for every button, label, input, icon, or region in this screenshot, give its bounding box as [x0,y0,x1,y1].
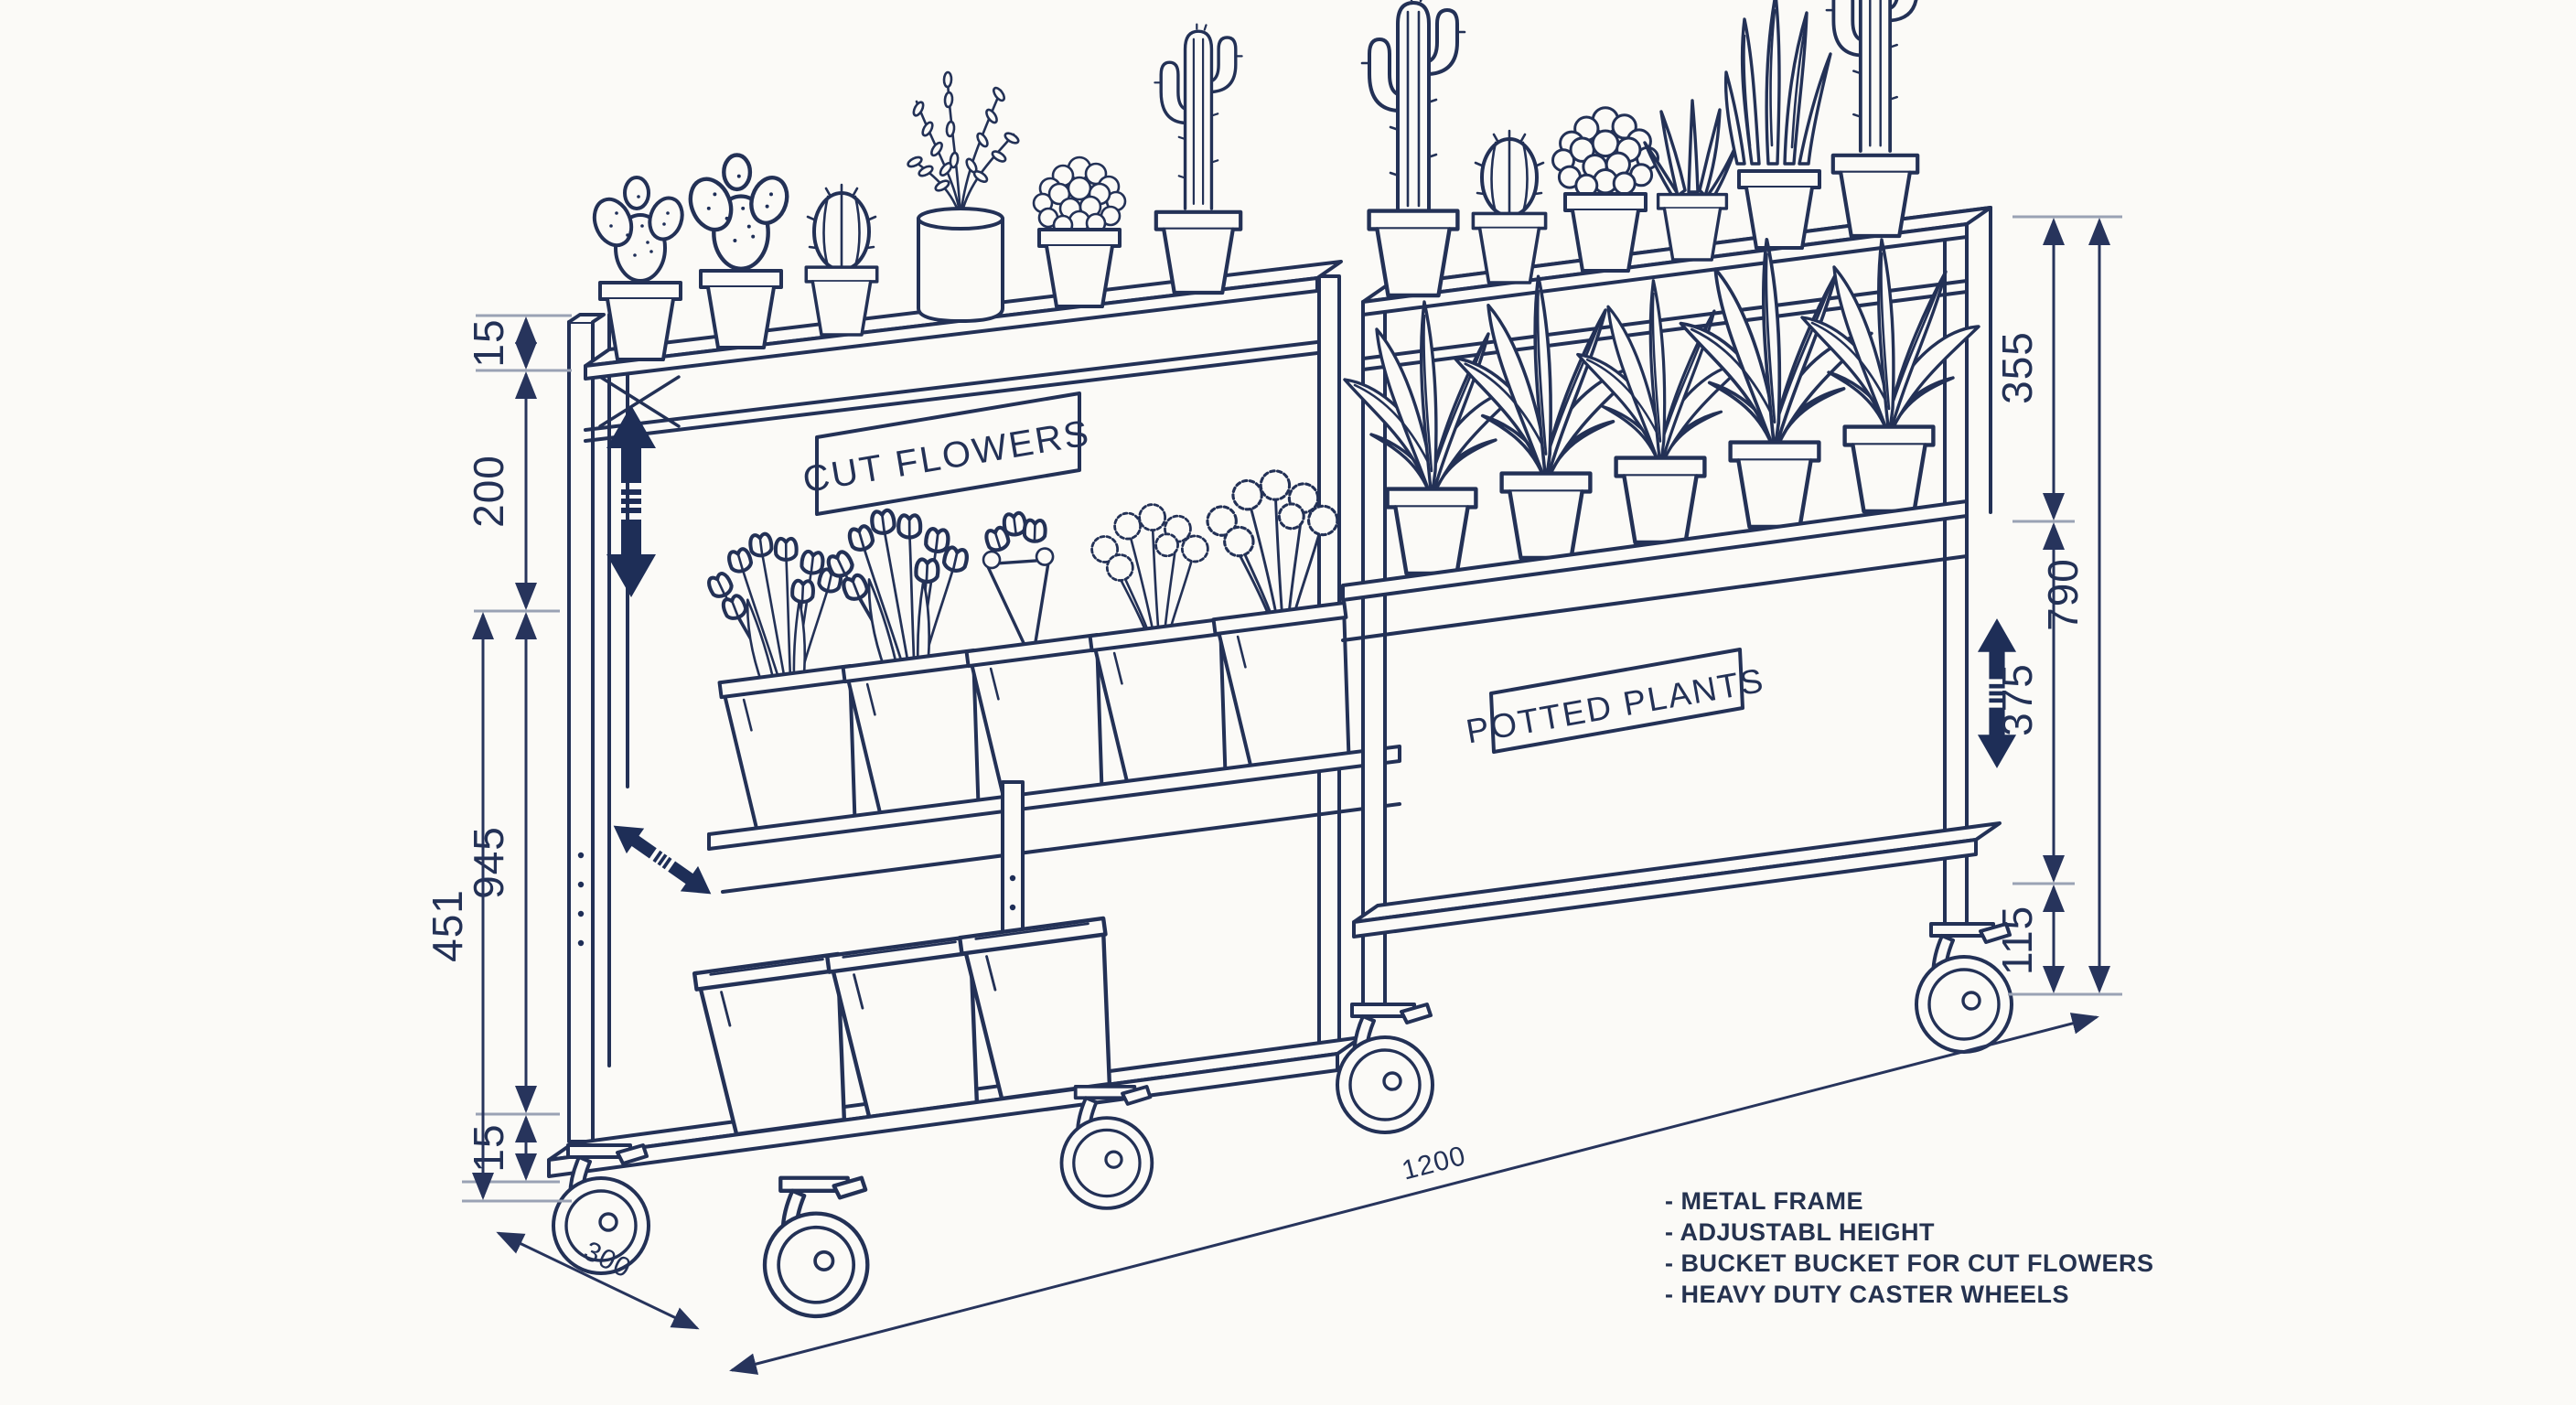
dimension-overall-height: 790 [2039,218,2110,993]
barrel-cactus [1471,129,1548,284]
dimension-ticks [462,314,572,1203]
saguaro-cactus [1824,0,1927,236]
spiky-plant [1643,99,1740,262]
dimension-upper-shelf: 355 [1993,218,2065,520]
prickly-pear-cactus [585,176,690,361]
dimension-upper-section: 200 [465,371,537,610]
dimension-label: 451 [424,889,471,962]
note-item: - ADJUSTABL HEIGHT [1665,1218,1935,1246]
adjustable-shelf-arrow-icon [603,811,722,908]
dimension-depth: 300 [496,1231,700,1330]
bucket-shelf-rail [707,802,1401,894]
barrel-cactus [804,183,879,337]
right-unit: POTTED PLANTS [1336,0,2018,1134]
support-rail [1361,279,1969,371]
leafy-plant [905,70,1022,323]
dimension-ticks [2008,215,2122,996]
dimension-label: 15 [465,1123,512,1172]
note-item: - HEAVY DUTY CASTER WHEELS [1665,1281,2069,1308]
dimension-annotations: 15 200 945 15 451 355 375 1 [424,215,2122,1375]
cut-flower-buckets [702,464,1401,894]
dimension-label: 1200 [1399,1141,1469,1186]
bush-plant [1553,108,1658,273]
dimension-lower-span: 451 [424,612,494,1200]
empty-bucket [827,937,993,1120]
notes-list: - METAL FRAME - ADJUSTABL HEIGHT - BUCKE… [1665,1187,2153,1308]
dimension-label: 355 [1993,331,2041,404]
dimension-caster-gap: 15 [465,1115,537,1181]
note-item: - METAL FRAME [1665,1187,1863,1215]
cross-brace [598,375,681,428]
caster-wheel [765,1178,867,1316]
dimension-label: 115 [1993,906,2041,975]
potted-plants-shelf [1341,240,1980,642]
lower-level [547,918,1363,1178]
note-item: - BUCKET BUCKET FOR CUT FLOWERS [1665,1249,2153,1277]
empty-bucket [694,954,860,1137]
bottom-frame [1352,821,2002,938]
dimension-top-rail: 15 [465,316,537,370]
saguaro-cactus [1153,22,1244,293]
prickly-pear-cactus [683,156,792,349]
dimension-mid-section: 375 [1993,522,2065,883]
snake-plant [1723,0,1832,250]
dimension-label: 200 [465,455,512,528]
dimension-label: 375 [1993,663,2041,736]
dimension-frame-height: 945 [465,612,537,1113]
shelf-front [1341,499,1969,602]
empty-bucket [960,918,1125,1101]
support-rail [1341,554,1969,642]
caster-wheel [1336,1003,1434,1134]
dimension-caster-height: 115 [1993,885,2065,993]
left-unit: CUT FLOWERS [547,22,1401,1316]
cart-drawing: CUT FLOWERS [547,0,2018,1316]
dimension-label: 15 [465,318,512,367]
support-rail [584,340,1319,443]
potted-plants-sign: POTTED PLANTS [1464,648,1767,754]
bush-plant [1032,156,1127,308]
dimension-label: 790 [2039,558,2087,631]
dimension-label: 945 [465,826,512,899]
saguaro-cactus [1360,0,1466,295]
